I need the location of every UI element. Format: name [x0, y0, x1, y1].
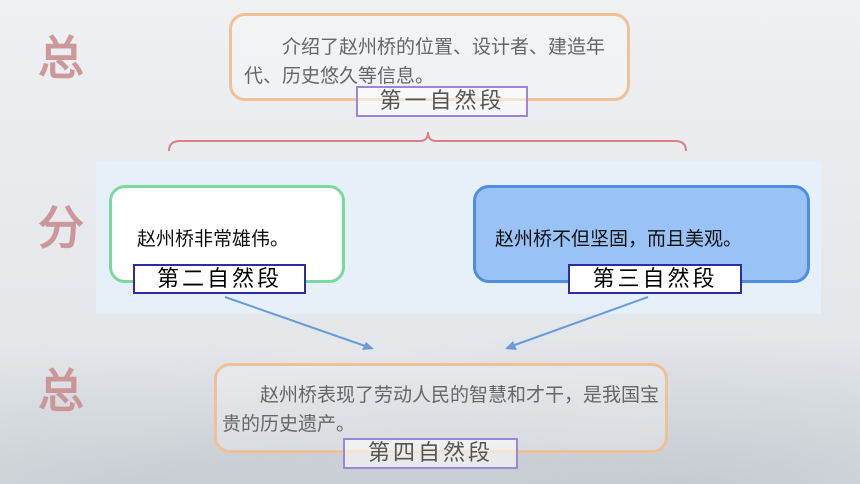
para3-text: 赵州桥不但坚固，而且美观。	[495, 228, 743, 250]
para3-tag: 第三自然段	[568, 264, 742, 294]
side-label-top: 总	[38, 31, 84, 85]
para1-text: 介绍了赵州桥的位置、设计者、建造年代、历史悠久等信息。	[244, 36, 606, 87]
arrow-left-head	[362, 342, 374, 350]
para4-text: 赵州桥表现了劳动人民的智慧和才干，是我国宝贵的历史遗产。	[222, 384, 660, 435]
para4-tag: 第四自然段	[343, 438, 518, 469]
side-label-bottom: 总	[38, 364, 84, 418]
arrow-right-line	[511, 296, 649, 347]
arrow-left-line	[224, 296, 369, 348]
para2-text: 赵州桥非常雄伟。	[137, 228, 290, 250]
para1-tag: 第一自然段	[356, 86, 528, 117]
side-label-middle: 分	[38, 201, 84, 255]
brace-connector	[168, 131, 687, 152]
para2-tag: 第二自然段	[133, 264, 306, 294]
arrow-right-head	[505, 341, 517, 350]
